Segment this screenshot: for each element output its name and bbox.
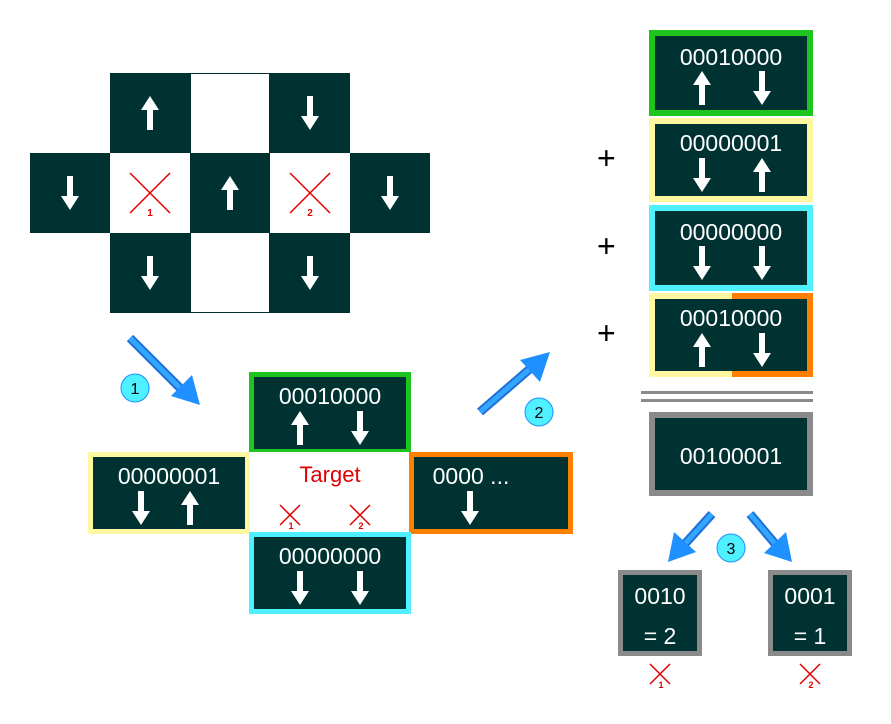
lattice-cell-top-empty — [190, 73, 270, 153]
spin-down-icon — [61, 176, 79, 210]
sum-code-2: 00000001 — [679, 130, 783, 156]
spin-down-icon — [351, 411, 369, 445]
neighbor-top-code: 00010000 — [278, 383, 382, 409]
sum-code-3: 00000000 — [679, 219, 783, 245]
svg-text:2: 2 — [535, 405, 544, 422]
split-left-code: 0010 — [634, 583, 686, 609]
neighbor-left-code: 00000001 — [117, 463, 221, 489]
spin-down-icon — [301, 256, 319, 290]
target-cross-label-1: 1 — [288, 521, 293, 531]
neighbor-box-right: 0000 ... — [409, 452, 573, 534]
step-arrow-3a-icon — [668, 510, 716, 562]
step-badge-3: 3 — [716, 533, 746, 563]
step-arrow-3b-icon — [746, 511, 792, 562]
target-cross-label-2: 2 — [358, 521, 363, 531]
equals-bar-top — [641, 391, 813, 394]
step-badge-1: 1 — [120, 373, 150, 403]
spin-down-icon — [132, 491, 150, 525]
sum-box-3: 00000000 — [649, 205, 813, 291]
neighbor-box-left: 00000001 — [88, 452, 250, 534]
spin-down-icon — [753, 246, 771, 280]
neighbor-bottom-code: 00000000 — [278, 543, 382, 569]
neighbor-box-top: 00010000 — [249, 372, 411, 454]
spin-up-icon — [291, 411, 309, 445]
equals-bar-bottom — [641, 399, 813, 402]
cross-label-1: 1 — [147, 208, 153, 219]
step-badge-2: 2 — [524, 397, 554, 427]
lattice-cell-bottom-empty — [190, 233, 270, 313]
sum-box-2: 00000001 — [649, 118, 813, 202]
sum-code-1: 00010000 — [679, 44, 783, 70]
spin-down-icon — [461, 491, 479, 525]
target-label: Target — [299, 462, 361, 487]
svg-text:3: 3 — [727, 541, 736, 558]
sum-result-code: 00100001 — [679, 443, 783, 469]
split-cross-label-1: 1 — [658, 680, 663, 690]
spin-down-icon — [301, 96, 319, 130]
plus-sign-2: + — [597, 228, 616, 264]
spin-up-icon — [141, 96, 159, 130]
step-arrow-2-icon — [477, 352, 550, 416]
svg-text:1: 1 — [131, 381, 140, 398]
spin-down-icon — [753, 71, 771, 105]
sum-result-box: 00100001 — [649, 412, 813, 496]
split-left-value: = 2 — [643, 623, 677, 649]
vacancy-cross-icon — [289, 172, 331, 214]
spin-down-icon — [351, 571, 369, 605]
spin-down-icon — [753, 333, 771, 367]
orange-partial-border — [732, 293, 813, 377]
spin-down-icon — [141, 256, 159, 290]
split-right-value: = 1 — [793, 623, 827, 649]
spin-up-icon — [181, 491, 199, 525]
neighbor-right-code: 0000 ... — [432, 463, 510, 489]
cross-label-2: 2 — [307, 208, 313, 219]
split-cross-label-2: 2 — [808, 680, 813, 690]
spin-down-icon — [693, 246, 711, 280]
spin-up-icon — [221, 176, 239, 210]
plus-sign-1: + — [597, 140, 616, 176]
split-box-right: 0001 = 1 — [768, 570, 852, 656]
sum-code-4: 00010000 — [679, 305, 783, 331]
plus-sign-3: + — [597, 315, 616, 351]
vacancy-cross-icon — [129, 172, 171, 214]
split-right-code: 0001 — [784, 583, 836, 609]
split-box-left: 0010 = 2 — [618, 570, 702, 656]
spin-down-icon — [291, 571, 309, 605]
sum-box-1: 00010000 — [649, 30, 813, 116]
spin-up-icon — [693, 71, 711, 105]
step-arrow-1-icon — [126, 334, 200, 405]
spin-up-icon — [693, 333, 711, 367]
spin-down-icon — [381, 176, 399, 210]
spin-down-icon — [693, 158, 711, 192]
neighbor-box-bottom: 00000000 — [249, 532, 411, 614]
target-cell: Target — [250, 452, 410, 534]
spin-up-icon — [753, 158, 771, 192]
